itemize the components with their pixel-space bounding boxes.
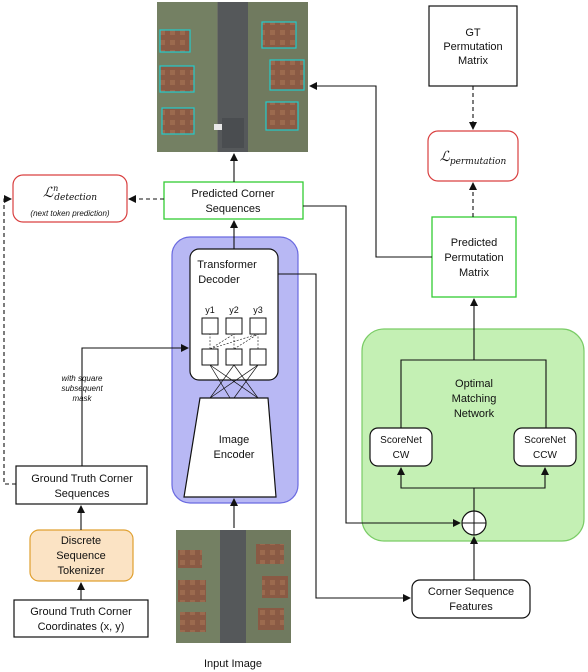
tokenizer-label-2: Sequence [56, 550, 106, 562]
image-encoder-label-1: Image [219, 434, 250, 446]
gt-coordinates-label-2: Coordinates (x, y) [38, 621, 125, 633]
input-image-label: Input Image [204, 658, 262, 670]
arrow-predicted-to-sum [303, 205, 461, 527]
corner-features-label-2: Features [449, 601, 493, 613]
scorenet-cw-label-1: ScoreNet [380, 435, 422, 446]
scorenet-ccw-box [513, 427, 577, 467]
omn-label-3: Network [454, 408, 495, 420]
token-label-y2: y2 [229, 305, 239, 315]
cross-attention-lines [209, 364, 259, 399]
arrow-sum-to-cw [397, 467, 475, 511]
input-token-box [249, 348, 267, 366]
arrow-pred-perm-to-image [309, 82, 432, 258]
omn-label-1: Optimal [455, 378, 493, 390]
arrow-decoder-to-features [278, 273, 411, 602]
gt-permutation-label-1: GT [465, 27, 481, 39]
permutation-loss-box [427, 130, 519, 182]
predicted-permutation-label-1: Predicted [451, 237, 497, 249]
permutation-loss-label: ℒpermutation [440, 149, 507, 167]
predicted-permutation-label-2: Permutation [444, 252, 503, 264]
gt-corner-seq-label-1: Ground Truth Corner [31, 473, 133, 485]
scorenet-ccw-label-2: CCW [533, 450, 557, 461]
gt-corner-seq-label-2: Sequences [54, 488, 110, 500]
arrow-sum-to-ccw [474, 467, 549, 489]
causal-attention-lines [209, 333, 259, 350]
predicted-corner-box [163, 181, 304, 220]
predicted-corner-label-2: Sequences [205, 203, 261, 215]
gt-permutation-label-2: Permutation [443, 41, 502, 53]
detection-loss-note: (next token prediction) [30, 209, 109, 218]
scorenet-cw-label-2: CW [393, 450, 410, 461]
transformer-decoder-label-2: Decoder [198, 274, 240, 286]
tokenizer-label-1: Discrete [61, 535, 101, 547]
gt-permutation-box [428, 5, 518, 87]
gt-coordinates-label-1: Ground Truth Corner [30, 606, 132, 618]
gt-permutation-label-3: Matrix [458, 55, 488, 67]
corner-features-label-1: Corner Sequence [428, 586, 514, 598]
token-label-y3: y3 [253, 305, 263, 315]
corner-features-box [411, 579, 531, 619]
predicted-permutation-box [431, 216, 517, 298]
output-token-box [201, 317, 219, 335]
output-token-box [249, 317, 267, 335]
image-encoder-label-2: Encoder [214, 449, 255, 461]
gt-corner-seq-box [15, 465, 148, 505]
predicted-corner-label-1: Predicted Corner [191, 188, 274, 200]
transformer-decoder-label-1: Transformer [197, 259, 257, 271]
input-token-box [201, 348, 219, 366]
input-token-box [225, 348, 243, 366]
image-encoder-shape [183, 397, 277, 498]
output-aerial-image [157, 2, 308, 152]
tokenizer-label-3: Tokenizer [57, 565, 104, 577]
arrow-gt-to-det-loss [3, 195, 16, 485]
arrow-gt-to-decoder [81, 344, 189, 466]
gt-coordinates-box [13, 599, 149, 638]
scorenet-ccw-label-1: ScoreNet [524, 435, 566, 446]
omn-label-2: Matching [452, 393, 497, 405]
line-cw-to-omn [400, 359, 547, 428]
circled-plus-icon [461, 510, 487, 536]
token-label-y1: y1 [205, 305, 215, 315]
predicted-permutation-label-3: Matrix [459, 267, 489, 279]
detection-loss-box [12, 174, 128, 223]
input-aerial-image [176, 530, 291, 643]
output-token-box [225, 317, 243, 335]
